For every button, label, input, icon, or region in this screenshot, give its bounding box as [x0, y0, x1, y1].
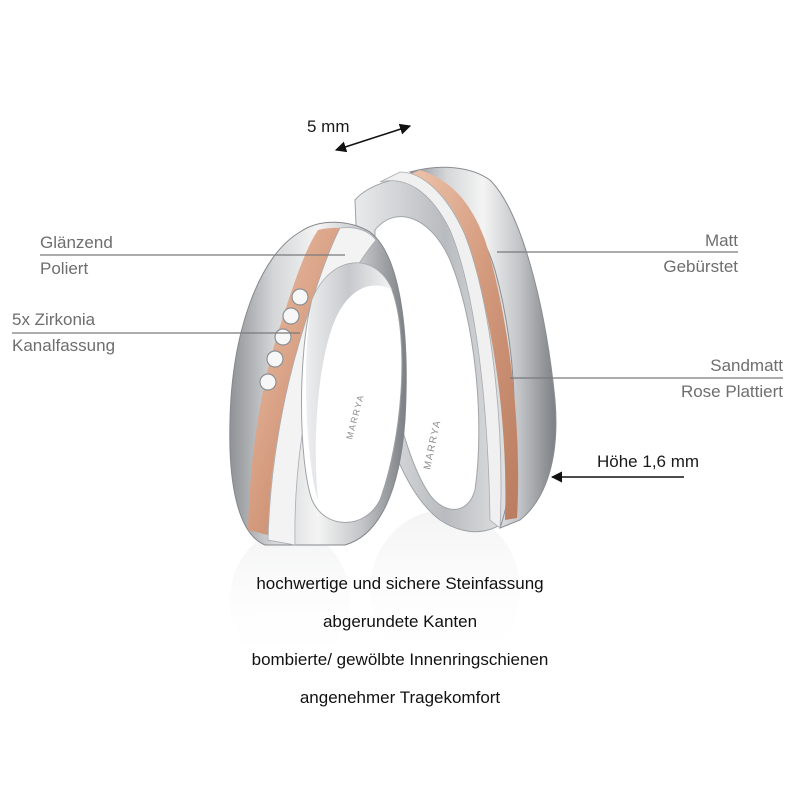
finish-polished-label: Poliert	[40, 259, 89, 278]
feature-line: angenehmer Tragekomfort	[299, 688, 501, 707]
finish-brushed-label: Gebürstet	[663, 257, 738, 276]
width-arrow	[334, 123, 412, 153]
zirconia-label: 5x Zirkonia	[12, 310, 96, 329]
zirconia-stones	[259, 288, 309, 391]
womens-ring: MARRYA	[229, 221, 407, 546]
feature-line: hochwertige und sichere Steinfassung	[256, 574, 544, 593]
feature-line: bombierte/ gewölbte Innenringschienen	[251, 650, 549, 669]
rose-plated-label: Rose Plattiert	[680, 382, 783, 401]
ring-reflection	[230, 510, 520, 670]
finish-matt-label: Matt	[704, 231, 738, 250]
sandmatt-label: Sandmatt	[710, 356, 783, 375]
dimension-arrows	[334, 123, 684, 483]
annotation-lines	[12, 251, 783, 379]
height-label: Höhe 1,6 mm	[597, 452, 700, 471]
width-label: 5 mm	[307, 117, 350, 136]
feature-line: abgerundete Kanten	[322, 612, 478, 631]
finish-shiny-label: Glänzend	[40, 233, 113, 252]
channel-setting-label: Kanalfassung	[12, 336, 116, 355]
